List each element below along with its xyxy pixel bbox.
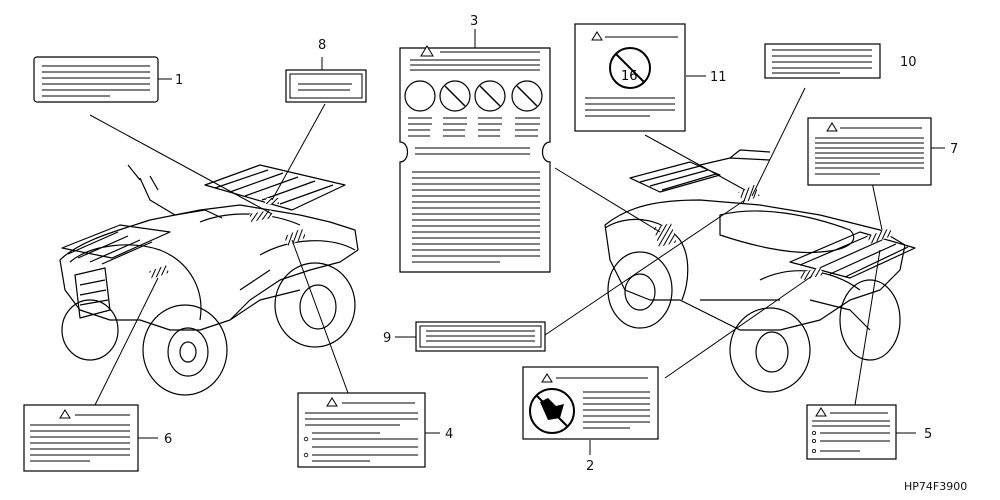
callout-8[interactable]: 8 bbox=[318, 38, 326, 53]
atv-left-view bbox=[59, 164, 359, 396]
atv-left-label-patch-rack bbox=[265, 198, 279, 204]
label-7-sticker bbox=[807, 117, 932, 186]
label-6-sticker bbox=[23, 404, 139, 472]
callout-4[interactable]: 4 bbox=[445, 427, 453, 442]
atv-right-label-patch-tank bbox=[738, 184, 760, 204]
callout-7[interactable]: 7 bbox=[950, 142, 958, 157]
callout-11[interactable]: 11 bbox=[710, 70, 727, 85]
label-5-sticker bbox=[806, 404, 897, 460]
label-9-sticker bbox=[415, 321, 546, 352]
label-1-sticker bbox=[33, 56, 159, 103]
atv-right-label-patch-rack bbox=[867, 228, 893, 244]
atv-left-label-patch-side bbox=[283, 228, 307, 246]
label-10-sticker bbox=[764, 43, 881, 79]
callout-3[interactable]: 3 bbox=[470, 14, 478, 29]
atv-left-label-patch-tank bbox=[249, 210, 273, 222]
atv-left-label-patch-front bbox=[149, 265, 169, 279]
label-2-sticker bbox=[522, 366, 659, 440]
diagram-code: HP74F3900 bbox=[904, 480, 967, 493]
callout-6[interactable]: 6 bbox=[164, 432, 172, 447]
atv-right-label-patch-fender bbox=[653, 223, 677, 247]
callout-9[interactable]: 9 bbox=[383, 331, 391, 346]
callout-1[interactable]: 1 bbox=[175, 73, 183, 88]
atv-right-label-patch-rear bbox=[799, 267, 823, 281]
label-3-sticker bbox=[399, 45, 551, 273]
atv-right-view bbox=[604, 149, 916, 393]
label-11-icon-text: 16 bbox=[621, 69, 638, 84]
label-4-sticker bbox=[297, 392, 426, 468]
leader-lines bbox=[89, 29, 945, 455]
callout-5[interactable]: 5 bbox=[924, 427, 932, 442]
label-8-sticker bbox=[285, 69, 367, 103]
callout-10[interactable]: 10 bbox=[900, 55, 917, 70]
callout-2[interactable]: 2 bbox=[586, 459, 594, 474]
label-11-sticker bbox=[574, 23, 686, 132]
